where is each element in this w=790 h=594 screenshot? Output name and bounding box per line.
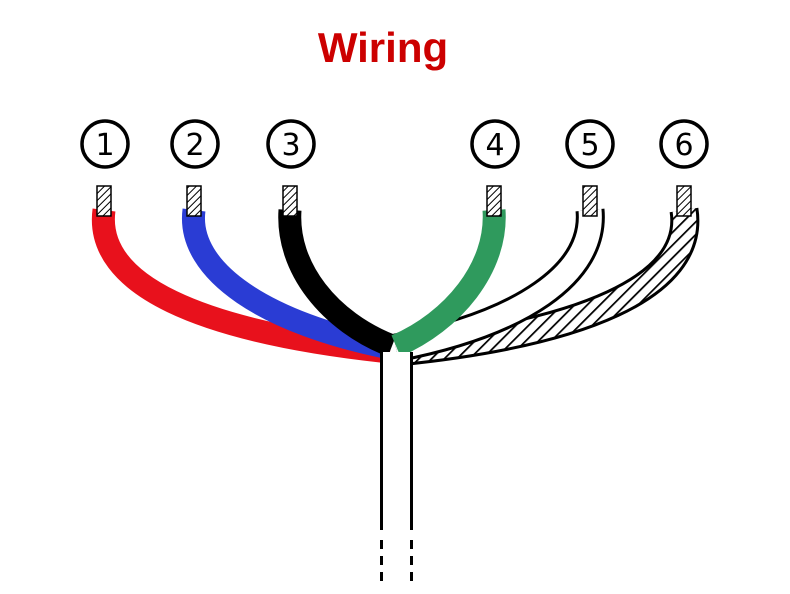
page-title: Wiring bbox=[318, 24, 448, 71]
terminal-label-6: 6 bbox=[674, 128, 693, 163]
wire-tip-3 bbox=[282, 185, 298, 217]
terminal-label-4: 4 bbox=[485, 128, 504, 163]
terminal-4: 4 bbox=[470, 119, 520, 169]
terminal-1: 1 bbox=[80, 119, 130, 169]
terminal-circle-4 bbox=[470, 119, 520, 169]
terminal-circle-1 bbox=[80, 119, 130, 169]
cable-body bbox=[380, 352, 413, 530]
wire-tip-6 bbox=[676, 185, 692, 217]
terminal-label-1: 1 bbox=[95, 128, 114, 163]
wire-tip-1 bbox=[96, 185, 112, 217]
wire-black-band bbox=[278, 209, 397, 357]
wire-blue-band bbox=[182, 208, 393, 360]
wire-white-band bbox=[393, 208, 602, 360]
terminal-6: 6 bbox=[659, 119, 709, 169]
wire-green-band bbox=[391, 209, 506, 357]
terminal-2: 2 bbox=[170, 119, 220, 169]
terminal-label-3: 3 bbox=[281, 128, 300, 163]
terminal-circle-3 bbox=[266, 119, 316, 169]
wire-blue bbox=[182, 208, 393, 360]
terminal-circle-2 bbox=[170, 119, 220, 169]
wire-red-band bbox=[91, 208, 392, 364]
cable bbox=[380, 352, 413, 584]
wire-tip-2 bbox=[186, 185, 202, 217]
wire-black bbox=[278, 209, 397, 357]
terminal-5: 5 bbox=[565, 119, 615, 169]
terminal-label-5: 5 bbox=[580, 128, 599, 163]
terminal-label-2: 2 bbox=[185, 128, 204, 163]
wire-white bbox=[393, 208, 605, 363]
wire-green bbox=[391, 209, 506, 357]
terminal-circle-6 bbox=[659, 119, 709, 169]
wire-tip-5 bbox=[582, 185, 598, 217]
wire-tip-4 bbox=[486, 185, 502, 217]
wire-red bbox=[91, 208, 392, 364]
terminal-3: 3 bbox=[266, 119, 316, 169]
terminal-circle-5 bbox=[565, 119, 615, 169]
